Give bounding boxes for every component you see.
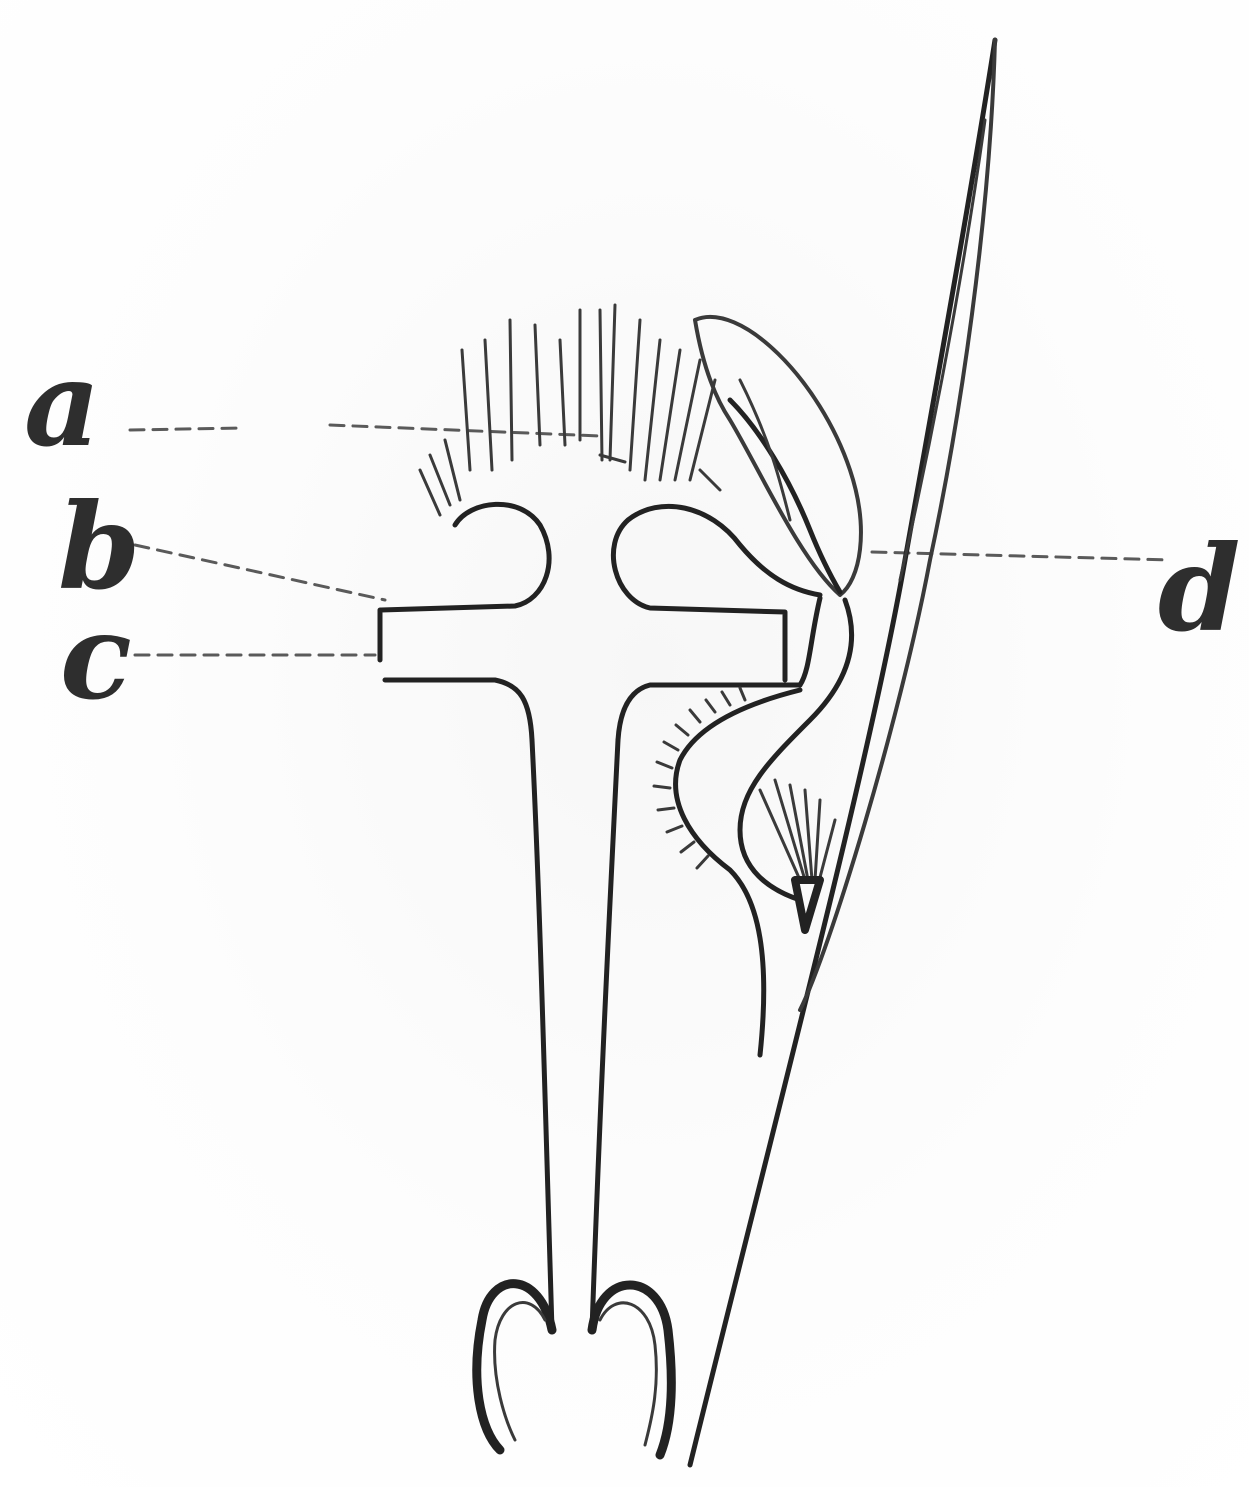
fan-base	[795, 880, 820, 930]
left-arm-lower-edge	[385, 680, 532, 740]
spine-left-edge	[690, 40, 995, 1465]
right-hook-inner	[600, 1303, 656, 1445]
leader-line-d	[872, 552, 1170, 560]
lower-lobe-outline	[676, 690, 800, 1055]
leader-line-b	[135, 545, 385, 600]
right-hook	[592, 1285, 671, 1455]
left-hook-inner	[495, 1303, 545, 1440]
left-lobe-outline	[380, 504, 549, 660]
upper-petal	[695, 317, 861, 595]
right-lobe-outline	[613, 506, 820, 680]
neck-right	[740, 600, 852, 900]
label-c: c	[60, 598, 132, 716]
neck-left	[800, 598, 820, 685]
stem-right-edge	[592, 740, 618, 1330]
left-hook	[477, 1284, 552, 1450]
stem-left-edge	[532, 740, 552, 1330]
leader-line-a	[130, 425, 600, 436]
right-arm-lower-edge	[618, 685, 800, 740]
lower-fan	[760, 780, 835, 885]
label-a: a	[24, 345, 100, 463]
spine-right-edge	[800, 40, 995, 1010]
cilia-fringe	[420, 305, 720, 515]
label-d: d	[1158, 530, 1241, 648]
